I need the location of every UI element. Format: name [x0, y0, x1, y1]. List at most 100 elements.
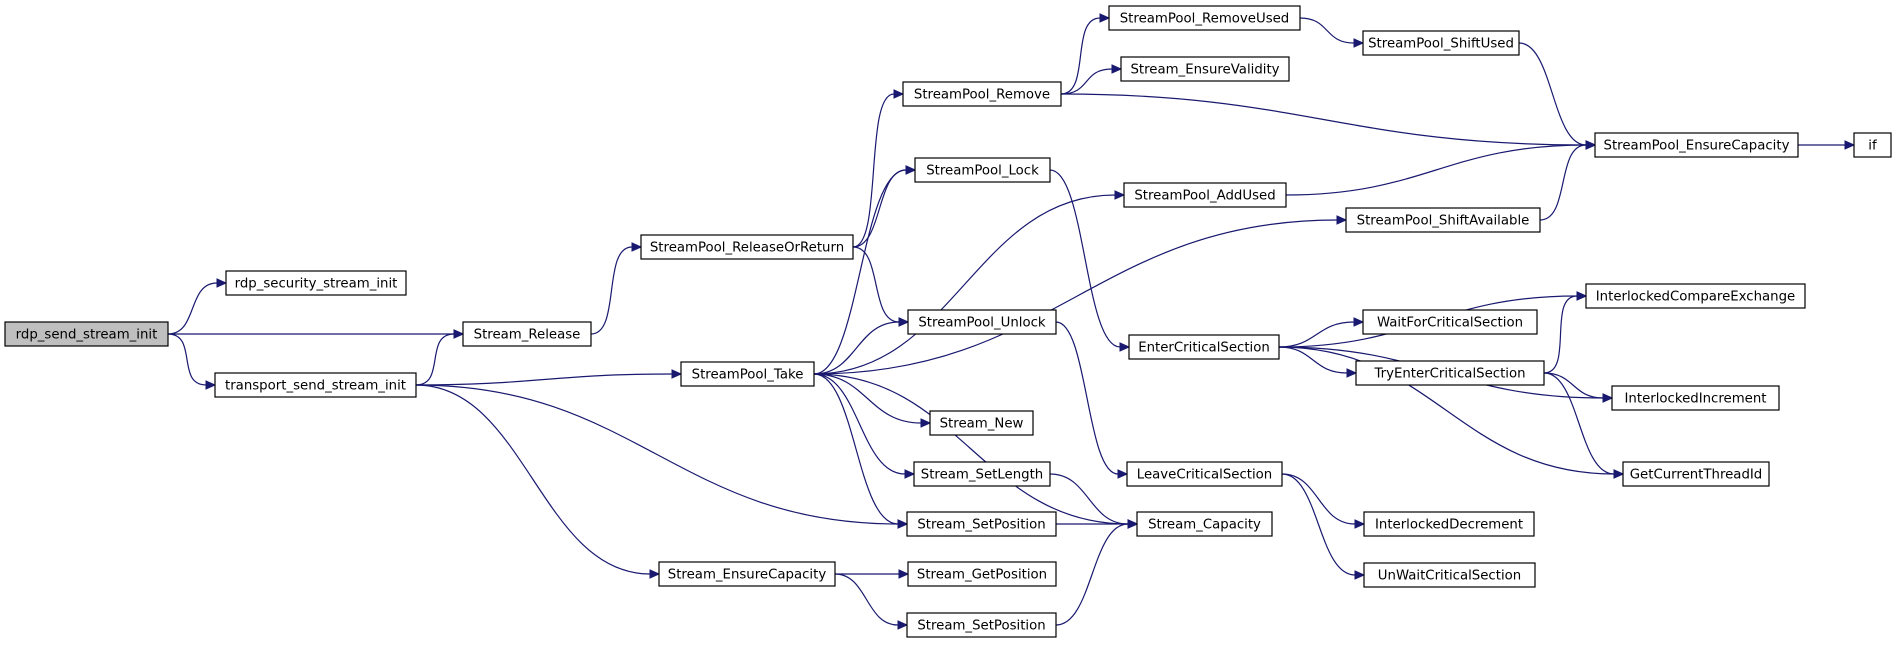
node-stream-new[interactable]: Stream_New — [929, 410, 1034, 436]
edge-line — [813, 373, 922, 424]
node-box — [1108, 5, 1301, 31]
edge-line — [1539, 144, 1587, 221]
node-if[interactable]: if — [1853, 132, 1892, 158]
edge-stream-pool-remove-to-stream-pool-remove-used — [1060, 13, 1111, 95]
node-box — [1611, 385, 1780, 411]
node-box — [1622, 461, 1770, 487]
node-box — [4, 321, 169, 347]
edge-stream-ensure-capacity-to-stream-set-position-b — [834, 573, 909, 630]
edge-line — [1049, 169, 1121, 348]
node-label: InterlockedCompareExchange — [1596, 290, 1796, 305]
node-label: Stream_Release — [474, 328, 581, 343]
node-interlocked-decrement[interactable]: InterlockedDecrement — [1363, 511, 1535, 537]
node-box — [1123, 182, 1287, 208]
node-label: rdp_security_stream_init — [235, 277, 398, 292]
node-stream-pool-release-or-return[interactable]: StreamPool_ReleaseOrReturn — [640, 234, 854, 260]
node-label: StreamPool_AddUsed — [1134, 189, 1275, 204]
node-box — [929, 410, 1034, 436]
node-stream-pool-lock[interactable]: StreamPool_Lock — [914, 157, 1051, 183]
node-label: Stream_EnsureCapacity — [668, 568, 827, 583]
edge-line — [852, 93, 895, 248]
node-box — [1136, 511, 1273, 537]
node-stream-set-position-a[interactable]: Stream_SetPosition — [906, 511, 1057, 537]
node-label: LeaveCriticalSection — [1137, 468, 1272, 483]
edge-arrowhead — [1354, 570, 1366, 580]
node-box — [680, 361, 815, 387]
edge-try-enter-critical-section-to-interlocked-increment — [1543, 372, 1614, 403]
edge-stream-release-to-stream-pool-release-or-return — [590, 242, 643, 335]
node-stream-pool-unlock[interactable]: StreamPool_Unlock — [907, 309, 1057, 335]
edge-arrowhead — [1119, 342, 1131, 352]
edge-line — [1518, 42, 1587, 146]
edge-stream-pool-take-to-stream-capacity — [813, 373, 1139, 529]
node-box — [1128, 334, 1280, 360]
node-stream-set-length[interactable]: Stream_SetLength — [913, 461, 1051, 487]
node-label: StreamPool_ReleaseOrReturn — [650, 241, 844, 256]
node-un-wait-critical-section[interactable]: UnWaitCriticalSection — [1363, 562, 1536, 588]
edge-line — [813, 373, 1129, 525]
node-box — [1120, 56, 1290, 82]
node-get-current-thread-id[interactable]: GetCurrentThreadId — [1622, 461, 1770, 487]
edge-stream-pool-release-or-return-to-stream-pool-unlock — [852, 246, 910, 327]
node-stream-ensure-capacity[interactable]: Stream_EnsureCapacity — [658, 561, 836, 587]
node-leave-critical-section[interactable]: LeaveCriticalSection — [1126, 461, 1283, 487]
node-label: Stream_EnsureValidity — [1130, 63, 1279, 78]
node-box — [640, 234, 854, 260]
node-rdp-security-stream-init[interactable]: rdp_security_stream_init — [225, 270, 407, 296]
edge-leave-critical-section-to-interlocked-decrement — [1281, 473, 1366, 529]
edge-arrowhead — [649, 569, 661, 579]
node-label: Stream_SetPosition — [917, 518, 1045, 533]
node-stream-get-position[interactable]: Stream_GetPosition — [907, 561, 1057, 587]
edge-line — [167, 333, 207, 386]
node-rdp-send-stream-init[interactable]: rdp_send_stream_init — [4, 321, 169, 347]
edge-line — [415, 384, 899, 525]
node-label: Stream_SetPosition — [917, 619, 1045, 634]
node-stream-pool-add-used[interactable]: StreamPool_AddUsed — [1123, 182, 1287, 208]
node-stream-release[interactable]: Stream_Release — [462, 321, 592, 347]
edge-line — [852, 246, 900, 323]
node-label: StreamPool_EnsureCapacity — [1604, 139, 1790, 154]
node-stream-pool-shift-available[interactable]: StreamPool_ShiftAvailable — [1345, 207, 1541, 233]
edge-arrowhead — [1114, 190, 1126, 200]
node-interlocked-increment[interactable]: InterlockedIncrement — [1611, 385, 1780, 411]
edge-stream-pool-release-or-return-to-stream-pool-remove — [852, 89, 905, 248]
node-box — [225, 270, 407, 296]
node-stream-pool-shift-used[interactable]: StreamPool_ShiftUsed — [1362, 30, 1520, 56]
edge-line — [1299, 17, 1355, 44]
node-enter-critical-section[interactable]: EnterCriticalSection — [1128, 334, 1280, 360]
edge-line — [1281, 473, 1356, 576]
edge-line — [1060, 93, 1587, 146]
node-label: Stream_New — [940, 417, 1024, 432]
edge-stream-set-length-to-stream-capacity — [1049, 473, 1139, 529]
node-stream-set-position-b[interactable]: Stream_SetPosition — [906, 612, 1057, 638]
node-label: transport_send_stream_init — [225, 379, 406, 394]
edge-line — [813, 219, 1338, 375]
call-graph-edges — [167, 13, 1856, 630]
edge-line — [1060, 17, 1101, 95]
node-transport-send-stream-init[interactable]: transport_send_stream_init — [214, 372, 417, 398]
node-label: GetCurrentThreadId — [1630, 468, 1763, 483]
node-interlocked-compare-exchange[interactable]: InterlockedCompareExchange — [1585, 283, 1806, 309]
node-box — [1363, 562, 1536, 588]
node-try-enter-critical-section[interactable]: TryEnterCriticalSection — [1355, 360, 1545, 386]
node-stream-ensure-validity[interactable]: Stream_EnsureValidity — [1120, 56, 1290, 82]
node-stream-capacity[interactable]: Stream_Capacity — [1136, 511, 1273, 537]
node-stream-pool-ensure-capacity[interactable]: StreamPool_EnsureCapacity — [1594, 132, 1799, 158]
node-stream-pool-remove[interactable]: StreamPool_Remove — [902, 81, 1062, 107]
node-label: StreamPool_Take — [692, 368, 804, 383]
edge-arrowhead — [1111, 64, 1123, 74]
node-box — [1594, 132, 1799, 158]
node-stream-pool-remove-used[interactable]: StreamPool_RemoveUsed — [1108, 5, 1301, 31]
node-box — [1362, 30, 1520, 56]
node-box — [907, 561, 1057, 587]
edge-arrowhead — [1336, 215, 1348, 225]
edge-arrowhead — [1127, 519, 1139, 529]
edge-line — [1060, 68, 1113, 95]
edge-line — [813, 321, 900, 375]
node-wait-for-critical-section[interactable]: WaitForCriticalSection — [1362, 309, 1538, 335]
edge-stream-pool-add-used-to-stream-pool-ensure-capacity — [1285, 140, 1597, 196]
node-stream-pool-take[interactable]: StreamPool_Take — [680, 361, 815, 387]
edge-arrowhead — [1844, 140, 1856, 150]
edge-arrowhead — [1354, 519, 1366, 529]
